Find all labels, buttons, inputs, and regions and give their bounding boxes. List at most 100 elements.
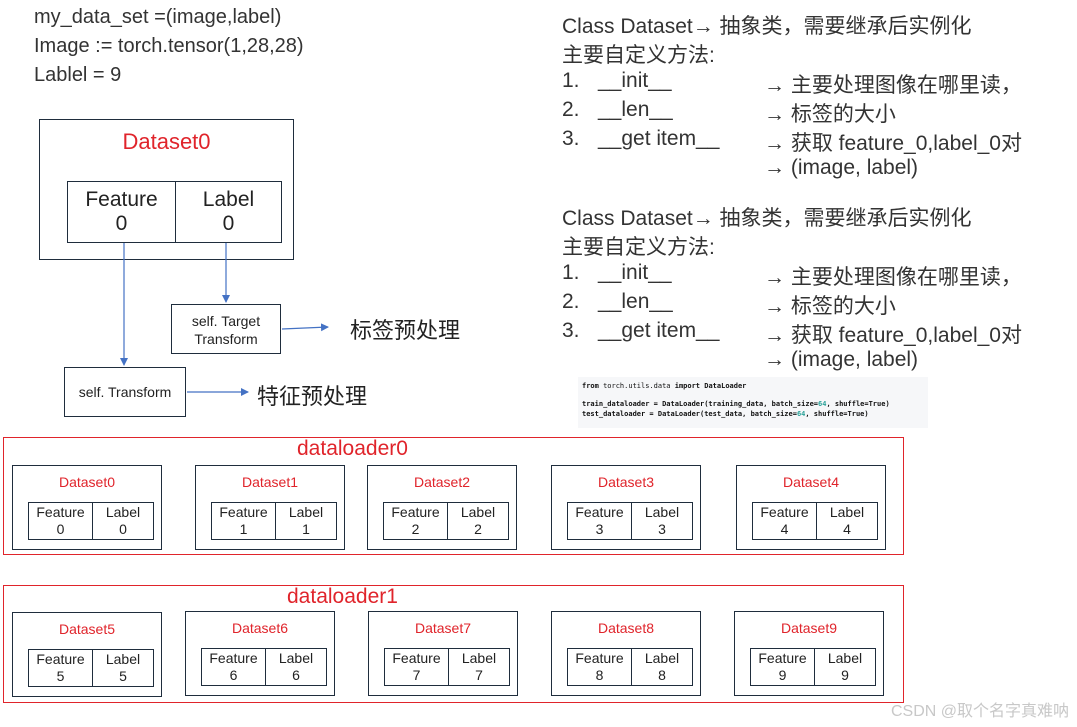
item-number: 3.: [562, 319, 580, 342]
feature-text: Feature: [758, 650, 807, 666]
feature-text: Feature: [36, 651, 85, 667]
notes2-item-2: 2. __len__ → 标签的大小: [562, 290, 1062, 318]
feature-index: 6: [229, 667, 238, 683]
feature-index: 1: [239, 521, 248, 537]
label-text: Label: [829, 504, 865, 520]
item-method: __init__: [598, 69, 672, 92]
feature-index: 0: [115, 212, 128, 235]
dataset-title: Dataset3: [597, 474, 655, 490]
item-method: __get item__: [598, 319, 720, 342]
feature-text: Feature: [85, 187, 158, 211]
notes2-tail: → (image, label): [764, 348, 919, 371]
dataloader1-frame: [3, 585, 904, 703]
dataset-title: Dataset1: [241, 474, 299, 490]
item-method: __len__: [598, 98, 673, 121]
target-preprocess-note: 标签预处理: [350, 318, 461, 343]
notes2-title: Class Dataset→ 抽象类，需要继承后实例化: [562, 207, 972, 230]
notes2-item-3: 3. __get item__ → 获取 feature_0,label_0对: [562, 319, 1062, 347]
dataset-title: Dataset2: [413, 474, 471, 490]
header-line-2: Image := torch.tensor(1,28,28): [34, 35, 304, 57]
target-to-note-arrow: [281, 323, 329, 332]
label-index: 5: [119, 668, 127, 684]
code-text: train_dataloader = DataLoader(training_d…: [582, 400, 819, 408]
dataset0-main-box: Dataset0 Feature 0 Label 0: [39, 119, 294, 260]
dataset-title: Dataset4: [782, 474, 840, 490]
label-text: Label: [278, 650, 314, 666]
item-number: 2.: [562, 98, 580, 121]
label-text: Label: [644, 504, 680, 520]
feature-index: 7: [412, 667, 421, 683]
watermark: CSDN @取个名字真难呐: [890, 703, 1069, 720]
label-cell: Label 0: [176, 182, 281, 242]
feature-text: Feature: [392, 650, 441, 666]
code-module: torch.utils.data: [603, 382, 671, 390]
dataset0-main-title: Dataset0: [122, 129, 211, 154]
code-text: , shuffle=True): [805, 410, 869, 418]
feature-text: Feature: [391, 504, 440, 520]
code-line-import: from torch.utils.data import DataLoader: [582, 381, 928, 391]
item-desc: → 获取 feature_0,label_0对: [764, 132, 1022, 155]
dataset-title: Dataset5: [58, 621, 116, 637]
item-number: 2.: [562, 290, 580, 313]
feature-text: Feature: [575, 650, 624, 666]
item-method: __get item__: [598, 127, 720, 150]
feature-text: Feature: [219, 504, 268, 520]
label-text: Label: [644, 650, 680, 666]
label-index: 2: [474, 521, 482, 537]
label-text: Label: [202, 187, 255, 211]
dataset-title: Dataset8: [597, 620, 655, 636]
dataset-title: Dataset0: [58, 474, 116, 490]
code-line-train: train_dataloader = DataLoader(training_d…: [582, 399, 928, 409]
feature-index: 3: [595, 521, 604, 537]
item-desc: → 主要处理图像在哪里读，: [764, 266, 1022, 289]
label-index: 1: [302, 521, 310, 537]
feature-index: 8: [595, 667, 604, 683]
feature-index: 2: [411, 521, 420, 537]
feature-index: 5: [56, 668, 65, 684]
item-method: __init__: [598, 261, 672, 284]
label-index: 3: [658, 521, 666, 537]
dataset-title: Dataset6: [231, 620, 289, 636]
item-number: 1.: [562, 69, 580, 92]
label-index: 4: [843, 521, 851, 537]
label-index: 0: [119, 521, 127, 537]
feature-text: Feature: [209, 650, 258, 666]
code-line-test: test_dataloader = DataLoader(test_data, …: [582, 409, 928, 419]
item-desc: → 标签的大小: [764, 103, 896, 126]
feature-text: Feature: [36, 504, 85, 520]
label-text: Label: [105, 504, 141, 520]
header-line-3: Lablel = 9: [34, 64, 122, 86]
code-keyword: from: [582, 382, 599, 390]
dataloader0-frame: [3, 437, 904, 555]
code-snippet: from torch.utils.data import DataLoader …: [578, 377, 928, 428]
